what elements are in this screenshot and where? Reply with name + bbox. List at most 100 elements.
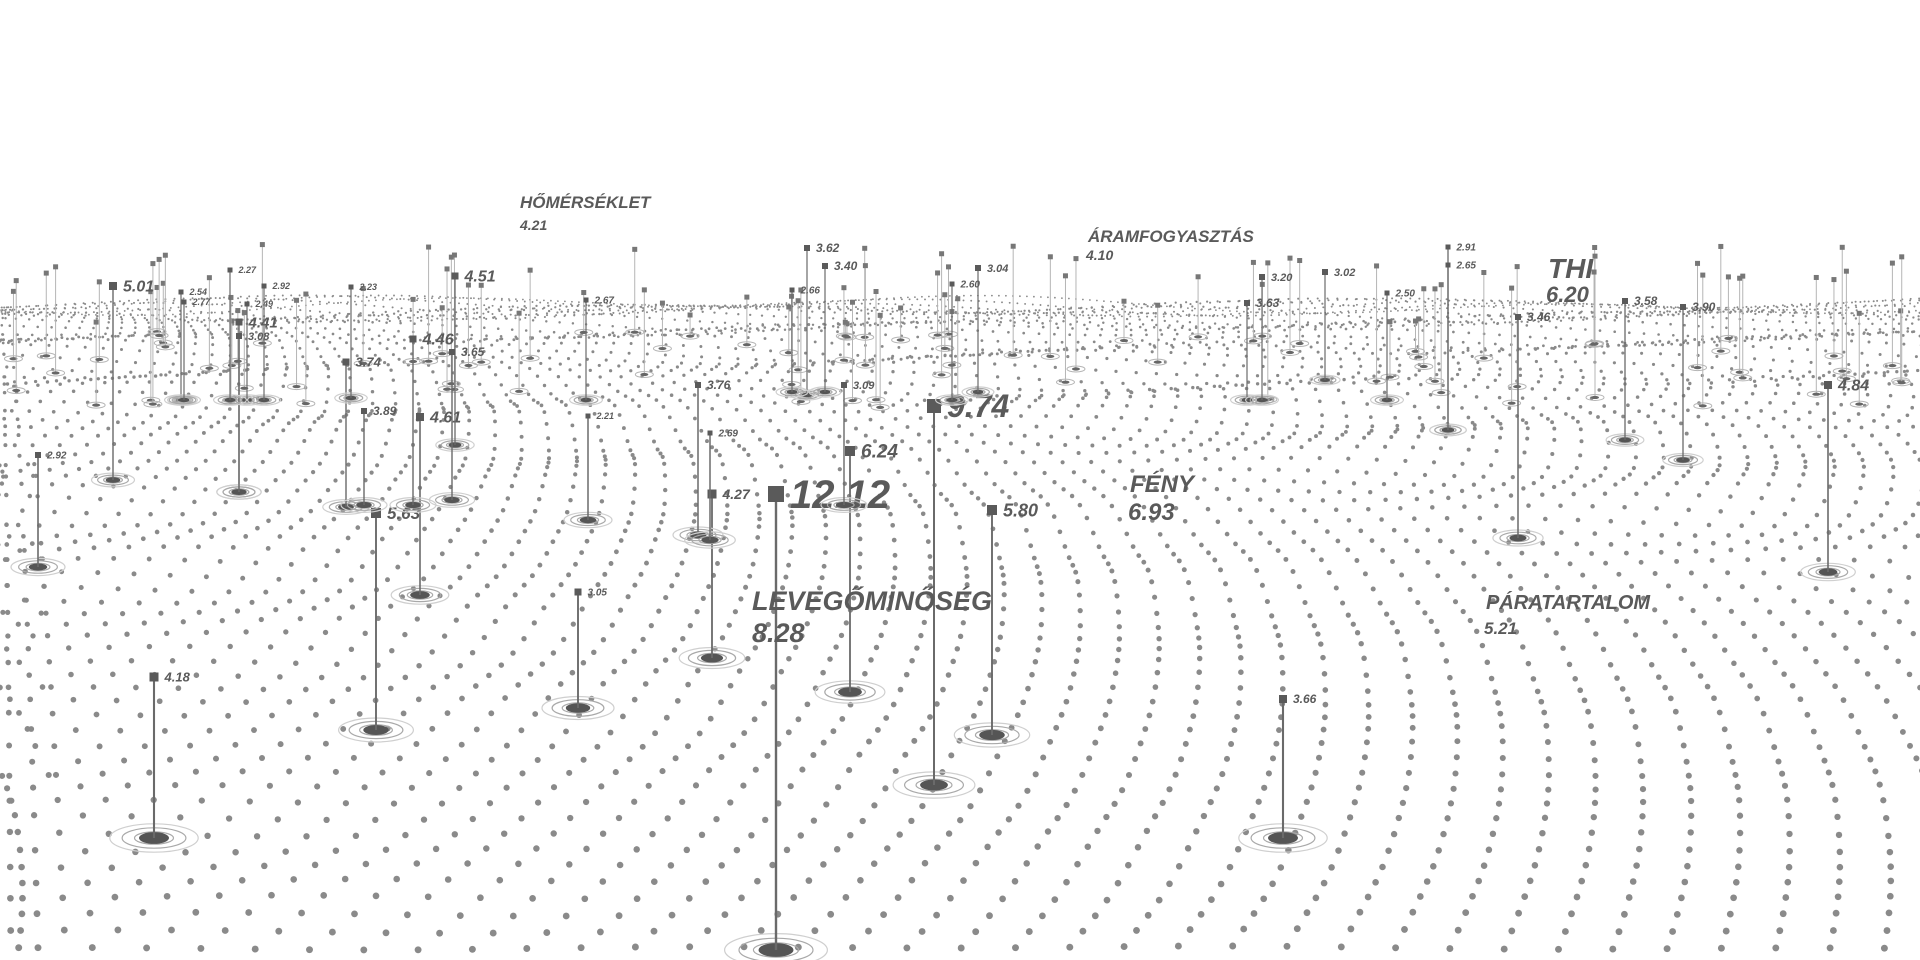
pin-value: 3.46 [1527,310,1551,324]
pin-value: 3.89 [373,404,397,418]
pin-value: 2.77 [192,297,212,307]
pin-value: 4.61 [429,410,461,427]
pin-marker [1445,244,1451,250]
pin-value: 2.27 [238,265,258,275]
pin-value: 2.21 [596,411,615,421]
pin-value: 2.50 [1395,289,1416,300]
pin-marker [585,413,591,419]
thi-value: 6.20 [1546,282,1590,307]
pin-value: 3.58 [1634,294,1658,308]
foreground-pins: 12.129.746.245.805.635.014.844.614.514.4… [10,241,1869,960]
pin-marker [583,297,589,303]
pin-marker [451,272,459,280]
pin-value: 2.60 [960,280,981,291]
pin-value: 3.02 [1334,267,1355,279]
data-pin: 6.24 [814,442,898,704]
pin-marker [236,333,242,339]
air-quality-label: LEVEGŐMINŐSÉG [752,585,992,616]
pin-marker [261,283,267,289]
pin-value: 5.01 [123,279,154,296]
pin-value: 2.69 [718,429,739,440]
pin-marker [449,349,455,355]
pin-value: 4.18 [164,670,191,685]
data-pin: 2.23 [334,282,378,404]
pin-value: 6.24 [861,442,898,463]
pin-marker [1824,381,1832,389]
data-pin: 3.08 [216,331,270,500]
data-pin: 2.60 [934,280,981,406]
data-pin: 3.20 [1244,272,1293,406]
pin-value: 5.80 [1003,500,1038,520]
data-pin: 2.92 [10,451,67,577]
data-pin: 3.65 [428,345,485,508]
pin-marker [342,358,350,366]
humidity-label: PÁRATARTALOM [1486,591,1651,614]
power-label: ÁRAMFOGYASZTÁS [1087,227,1255,246]
data-pin: 3.58 [1605,294,1658,447]
data-pin: 5.80 [953,500,1038,748]
pin-marker [109,282,117,290]
data-pin: 3.05 [541,588,615,721]
pin-value: 3.63 [1256,296,1280,310]
data-pin: 3.62 [790,241,840,401]
pin-marker [1384,290,1390,296]
data-pin: 5.63 [338,504,421,743]
pin-marker [949,281,955,287]
pin-value: 2.23 [359,282,378,292]
pin-value: 3.74 [356,355,382,370]
pin-marker [1445,262,1451,268]
pin-marker [987,505,997,515]
pin-value: 4.84 [1837,378,1869,395]
data-pin: 3.89 [340,404,397,514]
pin-marker [707,489,717,499]
data-pin: 3.46 [1492,310,1551,547]
data-pin: 2.67 [568,296,614,406]
pin-value: 2.92 [272,281,291,291]
data-pin: 2.27 [213,265,258,406]
data-pin: 2.66 [775,286,821,398]
pin-marker [149,672,159,682]
pin-marker [841,382,847,388]
thi-label: THI [1548,253,1594,284]
pin-marker [707,430,713,436]
pin-marker [416,413,424,421]
pin-marker [1515,314,1521,320]
pin-value: 3.66 [1293,692,1317,706]
pin-value: 3.05 [588,588,608,599]
data-pin: 4.18 [109,670,199,853]
data-pin: 3.66 [1238,692,1328,853]
pin-value: 3.76 [707,378,731,392]
pin-value: 3.40 [834,259,858,273]
pin-value: 4.51 [464,269,496,286]
pin-value: 2.92 [46,451,67,462]
category-labels: HŐMÉRSÉKLET 4.21 ÁRAMFOGYASZTÁS 4.10 THI… [519,193,1651,648]
data-pin: 3.02 [1309,267,1355,386]
pin-value: 4.46 [422,332,454,349]
pin-marker [822,263,828,269]
pin-value: 3.08 [248,331,270,343]
pin-marker [235,318,243,326]
pin-value: 2.66 [800,286,821,297]
pin-value: 3.09 [853,380,875,392]
pin-value: 3.90 [1692,300,1716,314]
pin-marker [1322,269,1328,275]
data-pin: 5.01 [90,279,154,488]
data-pin: 4.84 [1800,378,1869,582]
pin-value: 3.04 [987,263,1008,275]
data-pin: 2.92 [247,281,291,406]
pin-value: 4.27 [722,486,751,502]
dot-grid-terrain [0,294,1920,954]
data-pin: 4.51 [435,269,496,452]
pin-marker [1680,304,1686,310]
data-pin: 3.40 [808,259,858,398]
pin-marker [1244,300,1250,306]
pin-marker [804,245,810,251]
pin-marker [975,265,981,271]
light-label: FÉNY [1130,470,1196,498]
pin-marker [1279,695,1287,703]
pin-marker [1259,274,1265,280]
pin-marker [409,335,417,343]
data-pin: 3.04 [961,263,1008,398]
pin-marker [789,287,795,293]
